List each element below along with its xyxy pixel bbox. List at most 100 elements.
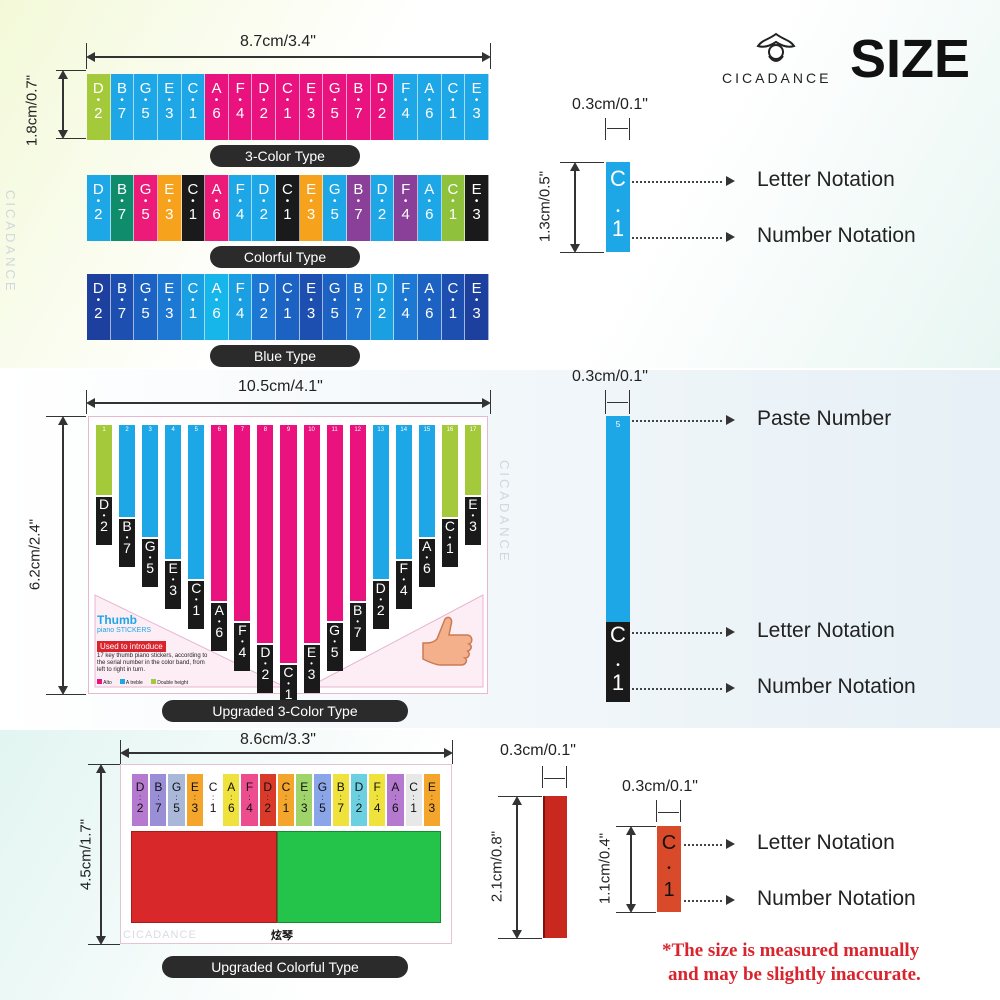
key-letter: A [424, 181, 435, 198]
page-title: SIZE [850, 29, 971, 89]
info-intro-badge: Used to introduce [97, 641, 166, 652]
key-letter: D [92, 80, 104, 97]
s3-key-width-label: 0.3cm/0.1" [622, 778, 698, 795]
s2-detail-number: 1 [611, 670, 625, 695]
s1-detail-height-label: 1.3cm/0.5" [536, 170, 554, 243]
tine-color-bar: 6 [211, 425, 228, 601]
s2-detail-key-color [606, 416, 630, 622]
tine-color-bar: 16 [441, 425, 458, 517]
strip-key: F•4 [394, 274, 418, 340]
key-number: 7 [354, 206, 363, 223]
strip-key: F•4 [228, 175, 253, 241]
colorful-strip-key: E:3 [295, 773, 314, 827]
key-letter: C [187, 181, 199, 198]
tine-color-bar: 3 [142, 425, 159, 537]
s3-detail-key: C • 1 [657, 826, 681, 912]
key-number: 7 [354, 305, 363, 322]
tine-paste-number: 15 [423, 427, 431, 433]
key-letter: C [187, 280, 199, 297]
key-number: 1 [448, 206, 458, 223]
key-number: 1 [283, 206, 292, 223]
strip-key: E•3 [465, 175, 489, 241]
tine-color-bar: 8 [257, 425, 274, 643]
s2-detail-width-label: 0.3cm/0.1" [572, 368, 648, 385]
tine-paste-number: 7 [240, 427, 245, 433]
key-letter: C [447, 280, 459, 297]
s2-letter-notation-label: Letter Notation [757, 619, 895, 642]
s1-height-label: 1.8cm/0.7" [23, 74, 41, 147]
key-number: 6 [425, 105, 434, 122]
tine-color-bar: 12 [349, 425, 366, 601]
strip-key: D•2 [87, 274, 111, 340]
colorful-strip-key: C:1 [276, 773, 296, 827]
key-number: 5 [141, 105, 150, 122]
strip-key: E•3 [299, 274, 324, 340]
tine-paste-number: 4 [171, 427, 175, 433]
key-number: 5 [330, 305, 339, 322]
key-number: 7 [354, 105, 363, 122]
key-letter: G [139, 181, 152, 198]
key-letter: B [116, 181, 127, 198]
s3-key-height-label: 1.1cm/0.4" [596, 832, 614, 905]
key-letter: C [282, 181, 293, 198]
tine-paste-number: 9 [286, 427, 291, 433]
type-label-3color: 3-Color Type [210, 145, 360, 167]
green-lower-block [277, 831, 441, 923]
key-letter: G [328, 181, 341, 198]
s3-letter-notation-label: Letter Notation [757, 831, 895, 854]
strip-key: D•2 [252, 74, 277, 140]
strip-key: D•2 [370, 175, 395, 241]
tine-notation-label: A•6 [418, 539, 435, 587]
strip-key: E•3 [465, 274, 489, 340]
colorful-strip-key: E:3 [185, 773, 204, 827]
strip-key: C•1 [181, 74, 206, 140]
colorful-strip-key: C:1 [203, 773, 223, 827]
strip-key: A•6 [205, 74, 229, 140]
key-number: 7 [117, 206, 127, 223]
key-letter: E [471, 181, 482, 198]
key-letter: C [187, 80, 199, 97]
tine-notation-label: A•6 [211, 603, 228, 651]
brand-logo-text: CICADANCE [722, 70, 832, 86]
strip-key: D•2 [87, 74, 111, 140]
strip-key: E•3 [299, 74, 324, 140]
tine-color-bar: 13 [372, 425, 389, 579]
strip-key: D•2 [87, 175, 111, 241]
tine-color-bar: 10 [303, 425, 320, 643]
strip-key: G•5 [323, 175, 348, 241]
tine-color-bar: 4 [165, 425, 182, 559]
s2-height-label: 6.2cm/2.4" [26, 518, 44, 591]
tine-notation-label: F•4 [395, 561, 412, 609]
s2-detail-key-black: C • 1 [606, 622, 630, 702]
info-description: 17 key thumb piano stickers, according t… [97, 653, 208, 673]
thumbs-up-icon [419, 613, 477, 673]
s1-detail-number: 1 [611, 216, 625, 241]
s2-paste-number-label: Paste Number [757, 407, 892, 430]
key-letter: E [306, 80, 317, 97]
key-number: 2 [259, 305, 268, 322]
key-letter: D [376, 280, 388, 297]
colorful-strip-key: D:2 [131, 773, 150, 827]
tine-color-bar: 1 [96, 425, 113, 495]
strip-key: C•1 [181, 175, 206, 241]
key-number: 1 [188, 305, 198, 322]
strip-key: E•3 [157, 175, 182, 241]
tine-color-bar: 11 [326, 425, 343, 621]
key-letter: B [353, 80, 364, 97]
key-number: 2 [377, 105, 387, 122]
type-label-upgraded-3color: Upgraded 3-Color Type [162, 700, 408, 722]
strip-key: F•4 [394, 74, 418, 140]
strip-key: G•5 [134, 74, 158, 140]
watermark-middle: CICADANCE [497, 460, 512, 564]
tine-color-bar: 14 [395, 425, 412, 559]
key-letter: D [258, 280, 270, 297]
key-number: 1 [188, 206, 198, 223]
key-letter: C [282, 280, 293, 297]
key-number: 4 [401, 206, 410, 223]
tine-notation-label: B•7 [349, 603, 366, 651]
key-letter: D [258, 181, 270, 198]
red-lower-block [131, 831, 277, 923]
key-letter: F [235, 181, 245, 198]
